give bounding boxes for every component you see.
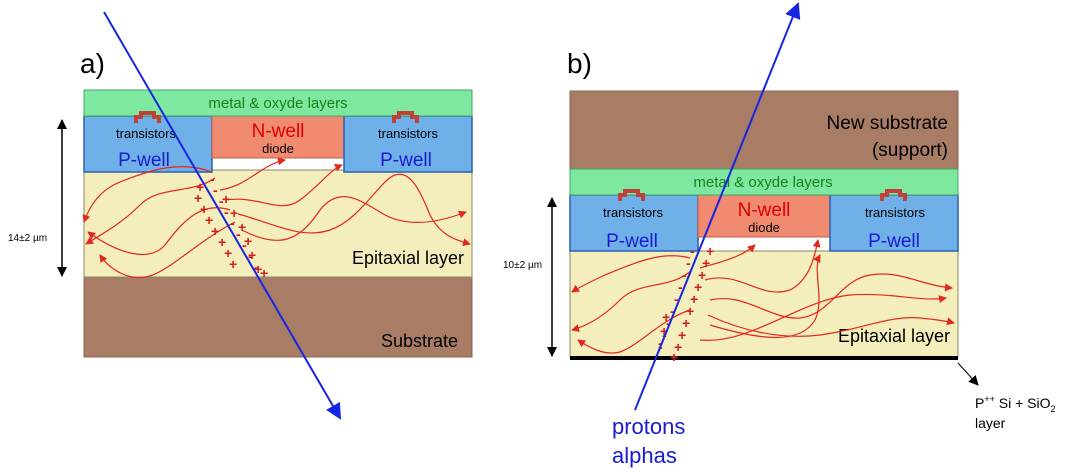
svg-text:-: - (658, 335, 663, 351)
svg-text:+: + (254, 261, 262, 277)
transistors-label-left: transistors (116, 126, 176, 141)
svg-text:+: + (224, 245, 232, 261)
svg-text:-: - (236, 226, 241, 242)
svg-text:+: + (260, 265, 268, 281)
svg-text:-: - (670, 303, 675, 319)
nwell-diode-b (697, 194, 831, 238)
transistors-label-right-b: transistors (865, 205, 925, 220)
particle-track-b (634, 2, 801, 411)
metal-label: metal & oxyde layers (208, 95, 347, 112)
diode-label-b: diode (748, 220, 780, 235)
svg-text:-: - (690, 243, 695, 259)
panel-b: b) New substrate (support) metal & oxyde… (503, 2, 1056, 431)
svg-text:-: - (678, 279, 683, 295)
svg-text:-: - (248, 248, 253, 264)
layer-label: layer (975, 415, 1006, 431)
svg-text:-: - (674, 291, 679, 307)
svg-text:+: + (244, 233, 252, 249)
svg-text:+: + (694, 279, 702, 295)
pwell-label-left-b: P-well (606, 231, 658, 252)
thickness-label: 14±2 µm (8, 233, 47, 244)
svg-text:+: + (229, 256, 237, 272)
svg-text:+: + (238, 219, 246, 235)
svg-text:+: + (706, 243, 714, 259)
svg-text:-: - (219, 193, 224, 209)
svg-text:-: - (213, 182, 218, 198)
electron-trajectories-a (82, 157, 471, 279)
thickness-label-b: 10±2 µm (503, 260, 542, 271)
svg-text:+: + (698, 267, 706, 283)
substrate-label: Substrate (381, 331, 458, 351)
svg-text:-: - (230, 215, 235, 231)
nwell-label: N-well (252, 121, 305, 142)
transistor-gate-left-b (618, 189, 645, 201)
svg-text:+: + (690, 291, 698, 307)
svg-text:-: - (224, 204, 229, 220)
svg-text:+: + (682, 315, 690, 331)
charge-track-a: ++++++++ --------- +++++++ (194, 171, 268, 281)
diode-label: diode (262, 141, 294, 156)
transistor-gate-right (392, 111, 419, 123)
svg-text:+: + (200, 201, 208, 217)
support-label: (support) (872, 140, 948, 161)
svg-text:+: + (660, 323, 668, 339)
panel-a-label: a) (80, 48, 105, 79)
pwell-label-right: P-well (380, 150, 432, 171)
substrate-layer (83, 276, 473, 358)
electron-trajectories-b (571, 239, 955, 354)
epitaxial-label-b: Epitaxial layer (838, 326, 950, 346)
svg-text:+: + (211, 223, 219, 239)
particles-label-protons: protons (612, 414, 685, 439)
panel-b-label: b) (567, 48, 592, 79)
panel-a: a) metal & oxyde layers transistors tran… (8, 11, 473, 420)
nwell-label-b: N-well (738, 200, 791, 221)
svg-text:-: - (210, 171, 215, 187)
svg-text:+: + (230, 205, 238, 221)
svg-text:+: + (686, 303, 694, 319)
svg-text:+: + (702, 255, 710, 271)
svg-text:+: + (222, 191, 230, 207)
svg-text:+: + (678, 327, 686, 343)
particles-label-alphas: alphas (612, 443, 677, 468)
epitaxial-layer (83, 169, 473, 278)
svg-text:-: - (242, 237, 247, 253)
transistors-label-left-b: transistors (603, 205, 663, 220)
epitaxial-layer-b (569, 250, 959, 358)
pplus-pointer-arrow (957, 362, 979, 386)
svg-text:+: + (674, 339, 682, 355)
pwell-label-right-b: P-well (868, 231, 920, 252)
pwell-label-left: P-well (118, 150, 170, 171)
transistors-label-right: transistors (378, 126, 438, 141)
svg-text:+: + (194, 190, 202, 206)
svg-text:-: - (686, 255, 691, 271)
new-substrate-label: New substrate (827, 113, 948, 134)
svg-text:+: + (670, 349, 678, 365)
transistor-gate-right-b (880, 189, 907, 201)
pwell-left-b (569, 194, 699, 252)
svg-text:+: + (205, 212, 213, 228)
svg-text:-: - (254, 259, 259, 275)
pwell-right (343, 115, 473, 173)
pplus-layer (570, 356, 958, 360)
particle-track-a (103, 11, 342, 420)
svg-text:+: + (662, 309, 670, 325)
nwell-diode (211, 115, 345, 159)
svg-text:+: + (196, 179, 204, 195)
pplus-label: P++ Si + SiO2 (975, 394, 1056, 414)
epitaxial-label: Epitaxial layer (352, 248, 464, 268)
transistor-gate-left (134, 111, 161, 123)
svg-text:+: + (218, 234, 226, 250)
metal-label-b: metal & oxyde layers (693, 174, 832, 191)
svg-text:-: - (682, 267, 687, 283)
svg-text:+: + (248, 247, 256, 263)
new-substrate-layer (569, 90, 959, 170)
svg-text:-: - (666, 315, 671, 331)
